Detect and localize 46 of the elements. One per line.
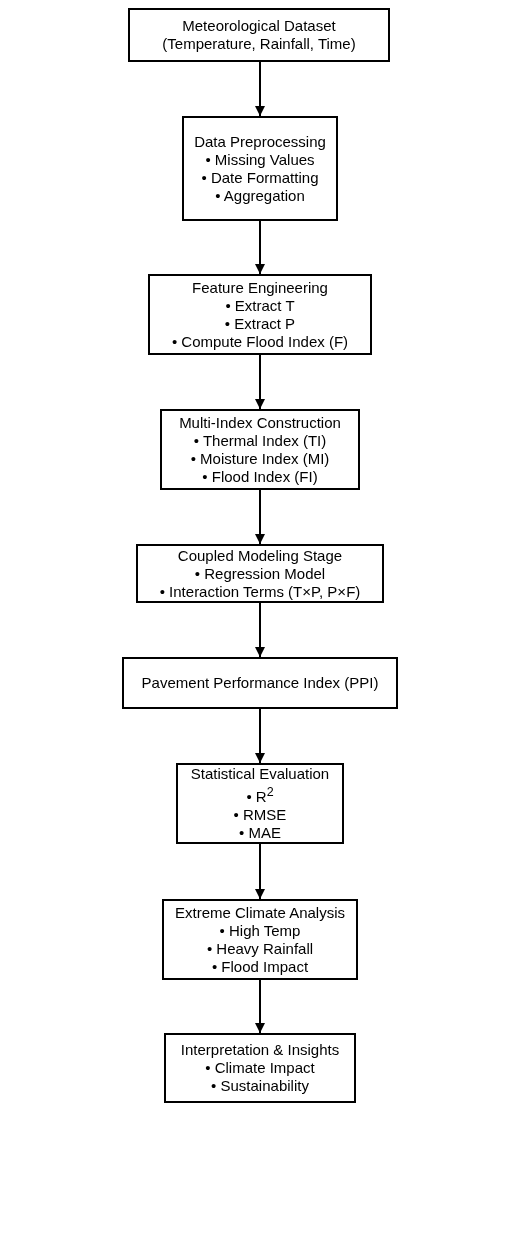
arrow	[255, 602, 265, 658]
box-heading: Interpretation & Insights	[180, 1041, 340, 1059]
arrow	[255, 354, 265, 410]
bullet-item: (Temperature, Rainfall, Time)	[162, 35, 356, 53]
bullet-item: • Flood Index (FI)	[202, 467, 318, 486]
process-box	[148, 274, 372, 355]
bullet-item: • Climate Impact	[205, 1059, 315, 1077]
bullet-item: • Aggregation	[215, 186, 305, 205]
bullet-item: • MAE	[239, 824, 281, 842]
bullet-item: • Extract P	[224, 314, 296, 333]
bullet-item: • R$^{2}$	[246, 784, 274, 806]
process-box	[162, 899, 358, 980]
bullet-item: • Heavy Rainfall	[206, 939, 314, 958]
arrow	[255, 979, 265, 1034]
box-heading: Feature Engineering	[192, 278, 328, 297]
bullet-item: • Missing Values	[205, 150, 315, 169]
arrow	[255, 489, 265, 545]
arrow	[255, 61, 265, 117]
bullet-item: • Interaction Terms (T×P, P×F)	[159, 582, 361, 601]
process-box	[128, 8, 390, 62]
process-box	[122, 657, 398, 709]
bullet-item: • Regression Model	[194, 564, 326, 583]
bullet-item: • High Temp	[219, 921, 301, 940]
bullet-item: • Extract T	[225, 296, 295, 315]
box-heading: Extreme Climate Analysis	[174, 903, 346, 922]
bullet-item: • Flood Impact	[211, 957, 309, 976]
process-box	[164, 1033, 356, 1103]
bullet-item: • RMSE	[233, 806, 287, 824]
arrow	[255, 843, 265, 900]
box-heading: Data Preprocessing	[194, 132, 326, 151]
bullet-item: • Sustainability	[211, 1077, 309, 1095]
process-box	[136, 544, 384, 603]
box-heading: Pavement Performance Index (PPI)	[141, 674, 379, 692]
arrow	[255, 220, 265, 275]
box-heading: Meteorological Dataset	[182, 17, 336, 35]
process-box	[176, 763, 344, 844]
bullet-item: • Moisture Index (MI)	[190, 449, 330, 468]
process-box	[160, 409, 360, 490]
box-heading: Statistical Evaluation	[190, 765, 330, 783]
box-heading: Multi-Index Construction	[179, 413, 341, 432]
bullet-item: • Date Formatting	[201, 168, 319, 187]
box-heading: Coupled Modeling Stage	[177, 546, 343, 565]
process-box	[182, 116, 338, 221]
arrow	[255, 708, 265, 764]
bullet-item: • Thermal Index (TI)	[193, 431, 327, 450]
bullet-item: • Compute Flood Index (F)	[171, 332, 349, 351]
